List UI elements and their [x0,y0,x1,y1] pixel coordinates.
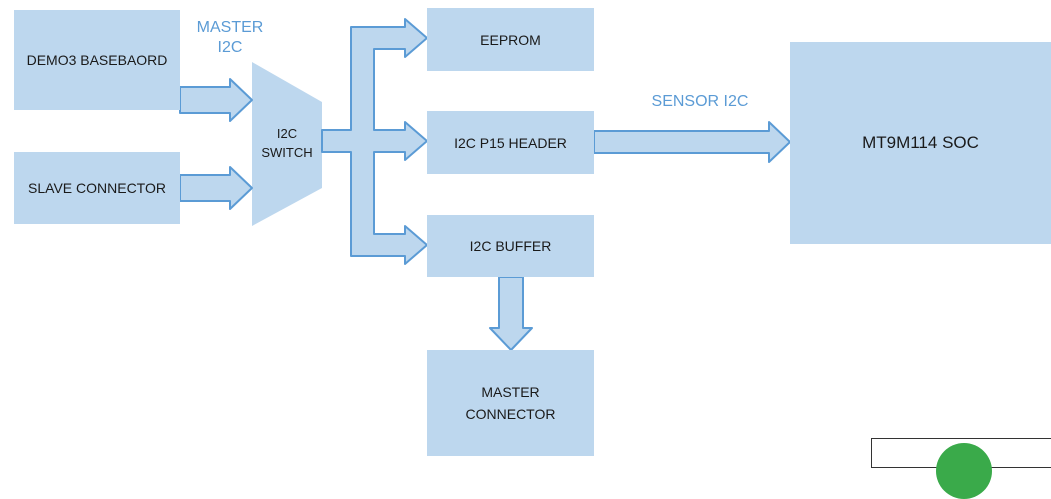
i2c-switch-label-line2: SWITCH [261,145,313,160]
i2c-switch-label: I2C SWITCH [252,124,322,162]
master-i2c-label-line2: I2C [217,39,243,56]
master-connector-line1: MASTER [481,384,540,400]
eeprom-block: EEPROM [427,8,594,71]
arrow-switch-distribution [321,18,428,265]
demo3-baseboard-block: DEMO3 BASEBAORD [14,10,180,110]
i2c-switch-shape [252,62,322,226]
arrow-slave-to-switch [179,166,253,210]
arrow-demo3-to-switch [179,78,253,122]
i2c-switch-label-line1: I2C [276,126,298,141]
mt9m114-soc-block: MT9M114 SOC [790,42,1051,244]
slave-connector-block: SLAVE CONNECTOR [14,152,180,224]
i2c-p15-header-block: I2C P15 HEADER [427,111,594,174]
sensor-i2c-label: SENSOR I2C [651,93,749,110]
arrow-header-to-soc [593,121,791,163]
master-i2c-label-line1: MASTER [196,19,264,36]
master-connector-block: MASTER CONNECTOR [427,350,594,456]
master-connector-line2: CONNECTOR [465,406,556,422]
arrow-buffer-to-master-connector [489,276,533,351]
green-status-icon [936,443,992,499]
diagram-canvas [179,18,791,351]
master-i2c-label: MASTER I2C [190,18,270,58]
i2c-buffer-block: I2C BUFFER [427,215,594,277]
